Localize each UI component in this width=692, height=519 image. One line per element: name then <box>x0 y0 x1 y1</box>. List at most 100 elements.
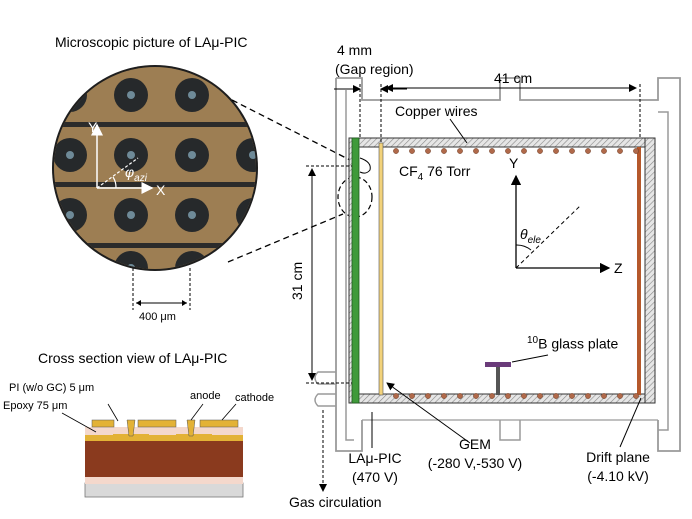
boron-superscript: 10 <box>527 335 539 346</box>
width-label: 41 cm <box>494 70 533 86</box>
pixel-ring <box>236 198 256 232</box>
chamber-axis-y-label: Y <box>509 155 519 171</box>
copper-wire <box>553 393 559 399</box>
chamber <box>314 77 681 452</box>
copper-wire <box>425 148 431 154</box>
pixel-anode <box>188 151 196 159</box>
cross-section <box>61 403 244 498</box>
pixel-anode <box>66 264 74 269</box>
gas-cf: CF <box>399 163 418 179</box>
drift-label: Drift plane <box>586 449 650 465</box>
gem-label: GEM <box>459 436 491 452</box>
copper-wire <box>617 148 623 154</box>
chamber-theta-arc <box>515 244 532 251</box>
copper-wire <box>441 393 447 399</box>
gap-region-label: (Gap region) <box>335 61 414 77</box>
drift-voltage: (-4.10 kV) <box>587 468 649 484</box>
pixel-ring <box>175 251 209 269</box>
pixel-ring <box>54 251 87 269</box>
copper-wire <box>617 393 623 399</box>
pixel-anode <box>188 264 196 269</box>
drift-leader <box>619 397 642 448</box>
boron-label: 10B glass plate <box>527 335 618 352</box>
lapic-label: LAμ-PIC <box>348 450 402 466</box>
pixel-anode <box>127 91 135 99</box>
copper-wire <box>585 393 591 399</box>
copper-wire <box>393 148 399 154</box>
pixel-anode <box>249 91 256 99</box>
boron-glass-plate <box>485 362 511 367</box>
micro-axis-x-label: X <box>156 182 166 198</box>
pixel-anode <box>66 211 74 219</box>
micro-phi-arc <box>112 176 117 189</box>
copper-leader <box>449 118 468 144</box>
microscope-title: Microscopic picture of LAμ-PIC <box>55 34 248 50</box>
boron-leader <box>511 354 549 363</box>
copper-wires-label: Copper wires <box>395 103 478 119</box>
gas-label: CF4 76 Torr <box>399 163 470 183</box>
micro-axis-y-label: Y <box>88 119 98 135</box>
epoxy-layer-label: Epoxy 75 μm <box>3 400 68 412</box>
height-label: 31 cm <box>289 261 305 300</box>
copper-wire <box>409 148 415 154</box>
lapic-board <box>351 137 360 404</box>
copper-wire <box>521 393 527 399</box>
phi-symbol: φ <box>125 164 135 180</box>
gas-subscript: 4 <box>417 171 424 183</box>
copper-wire <box>553 148 559 154</box>
copper-wire <box>633 393 639 399</box>
copper-wire <box>505 393 511 399</box>
pixel-ring <box>236 78 256 112</box>
copper-wire <box>393 393 399 399</box>
zoom-line-bottom <box>227 213 344 263</box>
pi-layer-label: PI (w/o GC) 5 μm <box>9 382 95 394</box>
copper-wire <box>457 393 463 399</box>
copper-wire <box>569 148 575 154</box>
gap-size-label: 4 mm <box>337 42 372 58</box>
scale-label: 400 μm <box>139 311 176 323</box>
copper-wire <box>489 148 495 154</box>
copper-wire <box>633 148 639 154</box>
copper-wire <box>425 393 431 399</box>
copper-wire <box>537 393 543 399</box>
copper-wire <box>569 393 575 399</box>
copper-wire <box>537 148 543 154</box>
anode-label: anode <box>190 390 221 402</box>
copper-wire <box>505 148 511 154</box>
chamber-theta-label: θele <box>520 226 541 246</box>
copper-wire <box>601 393 607 399</box>
copper-wire <box>473 148 479 154</box>
phi-subscript: azi <box>134 172 147 184</box>
gas-circulation-label: Gas circulation <box>289 494 382 510</box>
chamber-theta-direction <box>515 205 581 269</box>
drift-plane <box>637 147 641 395</box>
chamber-axis-z-label: Z <box>614 260 623 276</box>
copper-wire <box>441 148 447 154</box>
copper-wire <box>473 393 479 399</box>
copper-wire <box>585 148 591 154</box>
cross-section-title: Cross section view of LAμ-PIC <box>38 350 228 366</box>
pixel-anode <box>127 151 135 159</box>
gem-foil <box>378 142 384 396</box>
pixel-anode <box>127 211 135 219</box>
pixel-ring <box>54 78 87 112</box>
lapic-voltage: (470 V) <box>352 469 398 485</box>
pixel-anode <box>249 264 256 269</box>
pixel-anode <box>249 211 256 219</box>
cathode-label: cathode <box>235 392 275 404</box>
copper-wire <box>601 148 607 154</box>
microscope-view <box>52 65 258 271</box>
micro-phi-label: φazi <box>125 164 147 184</box>
zoom-line-top <box>231 99 351 161</box>
copper-wire <box>521 148 527 154</box>
pixel-anode <box>188 91 196 99</box>
boron-text: B glass plate <box>538 335 619 352</box>
gas-pressure: 76 Torr <box>427 163 471 179</box>
pixel-anode <box>188 211 196 219</box>
theta-symbol: θ <box>520 226 528 242</box>
gem-leader <box>386 382 471 444</box>
copper-wire <box>409 393 415 399</box>
theta-subscript: ele <box>527 234 541 246</box>
pixel-anode <box>66 151 74 159</box>
plate-stand <box>496 367 500 395</box>
